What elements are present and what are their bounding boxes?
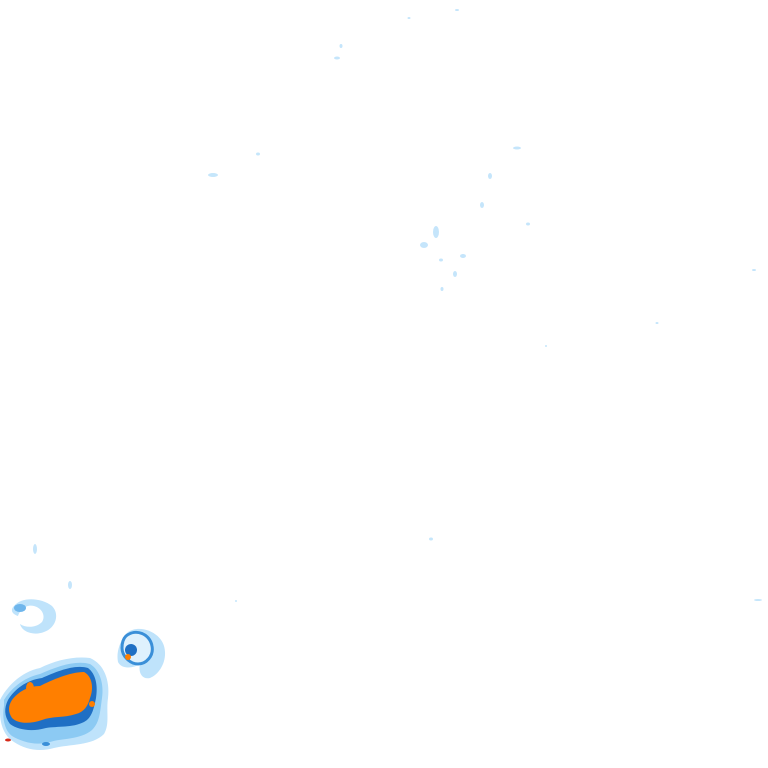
speckle (440, 287, 444, 291)
speckle (429, 537, 433, 541)
speckle (455, 9, 459, 11)
speckle (208, 173, 218, 177)
speckle (752, 269, 756, 271)
main-orange-dot (89, 701, 95, 707)
speckle (33, 544, 37, 554)
main-orange-lobe (26, 682, 34, 694)
main-orange-core (9, 672, 92, 723)
speckle (754, 599, 762, 601)
speckle (407, 17, 411, 19)
speckle (460, 254, 466, 258)
speckle (339, 44, 343, 48)
speckle (68, 581, 72, 589)
cell-dark-core (125, 644, 137, 656)
echo-cell-west-ring (11, 599, 57, 634)
speckle (545, 345, 547, 347)
speckle (480, 202, 484, 208)
speckle (256, 152, 260, 156)
speckle (488, 173, 492, 179)
scattered-echoes (33, 9, 762, 602)
main-red-dot (5, 738, 11, 742)
echo-cell-east (117, 628, 166, 679)
echo-cell-main (0, 657, 109, 750)
speckle (420, 242, 428, 248)
ring-core (14, 604, 26, 612)
speckle (513, 146, 521, 150)
speckle (235, 600, 237, 602)
cell-orange-core (125, 654, 131, 660)
speckle (526, 222, 530, 226)
speckle (334, 56, 340, 60)
speckle (655, 322, 659, 324)
speckle (453, 271, 457, 277)
speckle (433, 226, 439, 238)
speckle (439, 258, 443, 262)
main-blue-fleck (42, 742, 50, 746)
